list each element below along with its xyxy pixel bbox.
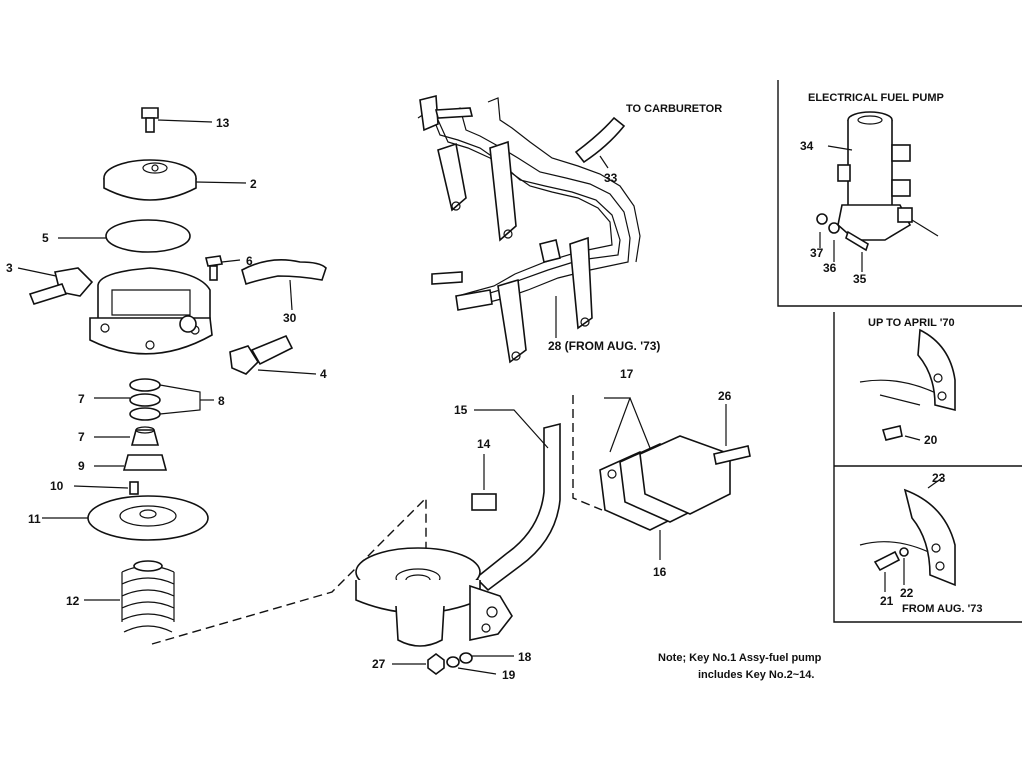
note-line-1: Note; Key No.1 Assy-fuel pump [658,652,822,664]
callout-18: 18 [518,650,532,664]
to-carburetor-caption: TO CARBURETOR [626,103,722,115]
callout-10: 10 [50,479,64,493]
callout-15: 15 [454,403,468,417]
callout-12: 12 [66,594,80,608]
callout-5: 5 [42,231,49,245]
callout-34: 34 [800,139,814,153]
callout-8: 8 [218,394,225,408]
callout-16: 16 [653,565,667,579]
alignment-dashed-line [151,496,427,645]
callout-2: 2 [250,177,257,191]
callout-35: 35 [853,272,867,286]
alignment-dashed-line-2 [572,395,603,511]
callout-17: 17 [620,367,634,381]
callout-7a: 7 [78,392,85,406]
callout-14: 14 [477,437,491,451]
up-to-april-70-caption: UP TO APRIL '70 [868,317,955,329]
callout-23: 23 [932,471,946,485]
from-aug-73-inset: 23 21 22 FROM AUG. '73 [859,471,982,615]
note-line-2: includes Key No.2~14. [698,669,814,681]
callout-4: 4 [320,367,327,381]
pump-base-and-arm: 15 14 17 16 26 [355,367,751,682]
fuel-line-assembly: 28 (FROM AUG. '73) 33 TO CARBURETOR [417,94,722,364]
callout-37: 37 [810,246,824,260]
callout-33: 33 [604,171,618,185]
callout-9: 9 [78,459,85,473]
callout-20: 20 [924,433,938,447]
callout-13: 13 [216,116,230,130]
callout-19: 19 [502,668,516,682]
callout-7b: 7 [78,430,85,444]
callout-36: 36 [823,261,837,275]
callout-3: 3 [6,261,13,275]
callout-30: 30 [283,311,297,325]
callout-6: 6 [246,254,253,268]
callout-27: 27 [372,657,386,671]
callout-26: 26 [718,389,732,403]
callout-28-from-aug-73: 28 (FROM AUG. '73) [548,339,660,353]
electrical-fuel-pump-caption: ELECTRICAL FUEL PUMP [808,92,944,104]
electrical-fuel-pump-inset: ELECTRICAL FUEL PUMP 34 37 36 35 [777,80,1022,307]
note-block: Note; Key No.1 Assy-fuel pump includes K… [658,652,822,681]
callout-21: 21 [880,594,894,608]
callout-22: 22 [900,586,914,600]
mechanical-fuel-pump-stack: 13 2 5 3 6 4 [6,107,327,633]
up-to-april-70-inset: UP TO APRIL '70 20 [833,312,1022,623]
callout-11: 11 [28,512,41,526]
from-aug-73-caption: FROM AUG. '73 [902,603,982,615]
